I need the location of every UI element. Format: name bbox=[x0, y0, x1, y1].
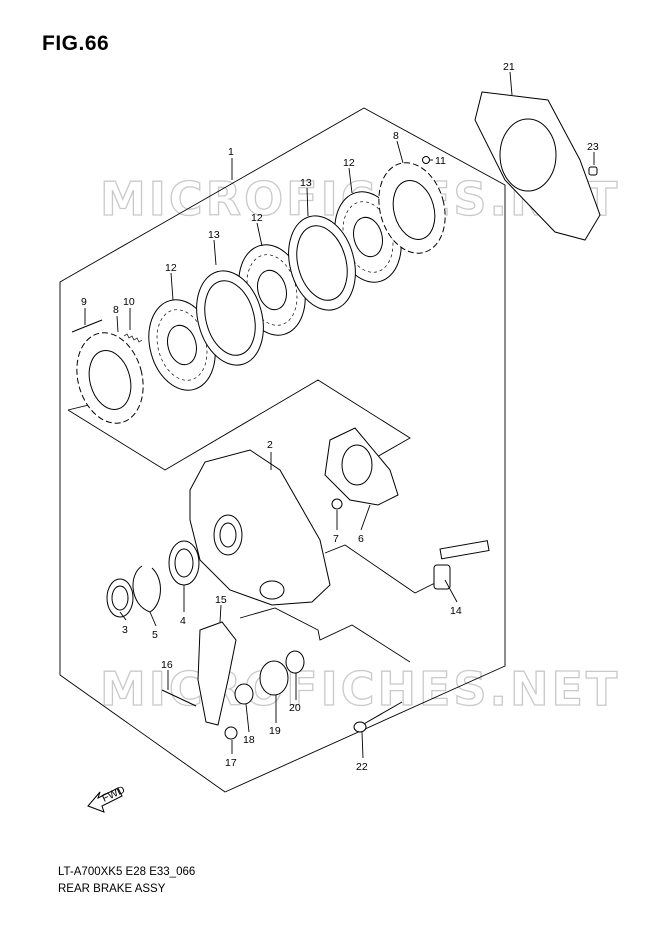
gasket-bore bbox=[499, 118, 557, 192]
callout-8-front: 8 bbox=[113, 304, 119, 316]
leader-lines bbox=[84, 71, 595, 759]
circlip-5 bbox=[132, 565, 161, 613]
pressure-plate-rear bbox=[378, 162, 446, 254]
pressure-plate-front bbox=[76, 332, 144, 424]
assembly-name: REAR BRAKE ASSY bbox=[58, 883, 166, 895]
watermark-bottom: MICROFICHES.NET bbox=[100, 662, 620, 716]
callout-15: 15 bbox=[215, 594, 227, 606]
figure-title: FIG.66 bbox=[42, 32, 110, 55]
callout-21: 21 bbox=[503, 61, 515, 73]
ball-7 bbox=[331, 498, 343, 510]
model-code: LT-A700XK5 E28 E33_066 bbox=[58, 866, 196, 878]
bracket-6 bbox=[324, 427, 399, 506]
callout-6: 6 bbox=[358, 533, 364, 545]
callout-13-b: 13 bbox=[300, 177, 312, 189]
plate-1 bbox=[196, 270, 264, 366]
shaft-14 bbox=[433, 540, 490, 590]
pin-9 bbox=[71, 319, 103, 333]
callout-4: 4 bbox=[180, 615, 186, 627]
nut-11 bbox=[422, 156, 430, 164]
piston-4 bbox=[168, 540, 200, 586]
callout-17: 17 bbox=[225, 757, 237, 769]
callout-10: 10 bbox=[123, 296, 135, 308]
pad-guide bbox=[239, 607, 411, 663]
bolt-22 bbox=[353, 701, 403, 733]
callout-8-rear: 8 bbox=[393, 130, 399, 142]
callout-20: 20 bbox=[289, 702, 301, 714]
callout-18: 18 bbox=[243, 734, 255, 746]
washer-18 bbox=[234, 683, 254, 705]
callout-19: 19 bbox=[269, 725, 281, 737]
callout-12-b: 12 bbox=[251, 212, 263, 224]
fwd-label: FWD bbox=[100, 784, 127, 805]
plug-23 bbox=[588, 166, 598, 176]
callout-3: 3 bbox=[122, 624, 128, 636]
fwd-arrow: FWD bbox=[87, 784, 127, 813]
spring-10 bbox=[123, 333, 143, 343]
callout-22: 22 bbox=[356, 761, 368, 773]
caliper-body-2 bbox=[189, 449, 331, 606]
nut-17 bbox=[224, 726, 238, 740]
callout-2: 2 bbox=[267, 439, 273, 451]
callout-14: 14 bbox=[450, 605, 462, 617]
seal-20 bbox=[285, 650, 305, 674]
ring-19 bbox=[259, 660, 289, 696]
callout-12-a: 12 bbox=[165, 262, 177, 274]
callout-9: 9 bbox=[81, 296, 87, 308]
callout-7: 7 bbox=[333, 533, 339, 545]
callout-1: 1 bbox=[228, 146, 234, 158]
callout-13-a: 13 bbox=[208, 229, 220, 241]
callout-12-c: 12 bbox=[343, 157, 355, 169]
assembly-frame bbox=[59, 107, 506, 793]
callout-5: 5 bbox=[152, 629, 158, 641]
seal-3 bbox=[106, 578, 134, 618]
plate-2 bbox=[288, 215, 356, 311]
callout-16: 16 bbox=[161, 659, 173, 671]
callout-23: 23 bbox=[587, 141, 599, 153]
bolt-16 bbox=[161, 689, 197, 707]
body-guide bbox=[324, 544, 446, 594]
lever-15 bbox=[197, 621, 237, 726]
callout-11: 11 bbox=[435, 155, 446, 167]
